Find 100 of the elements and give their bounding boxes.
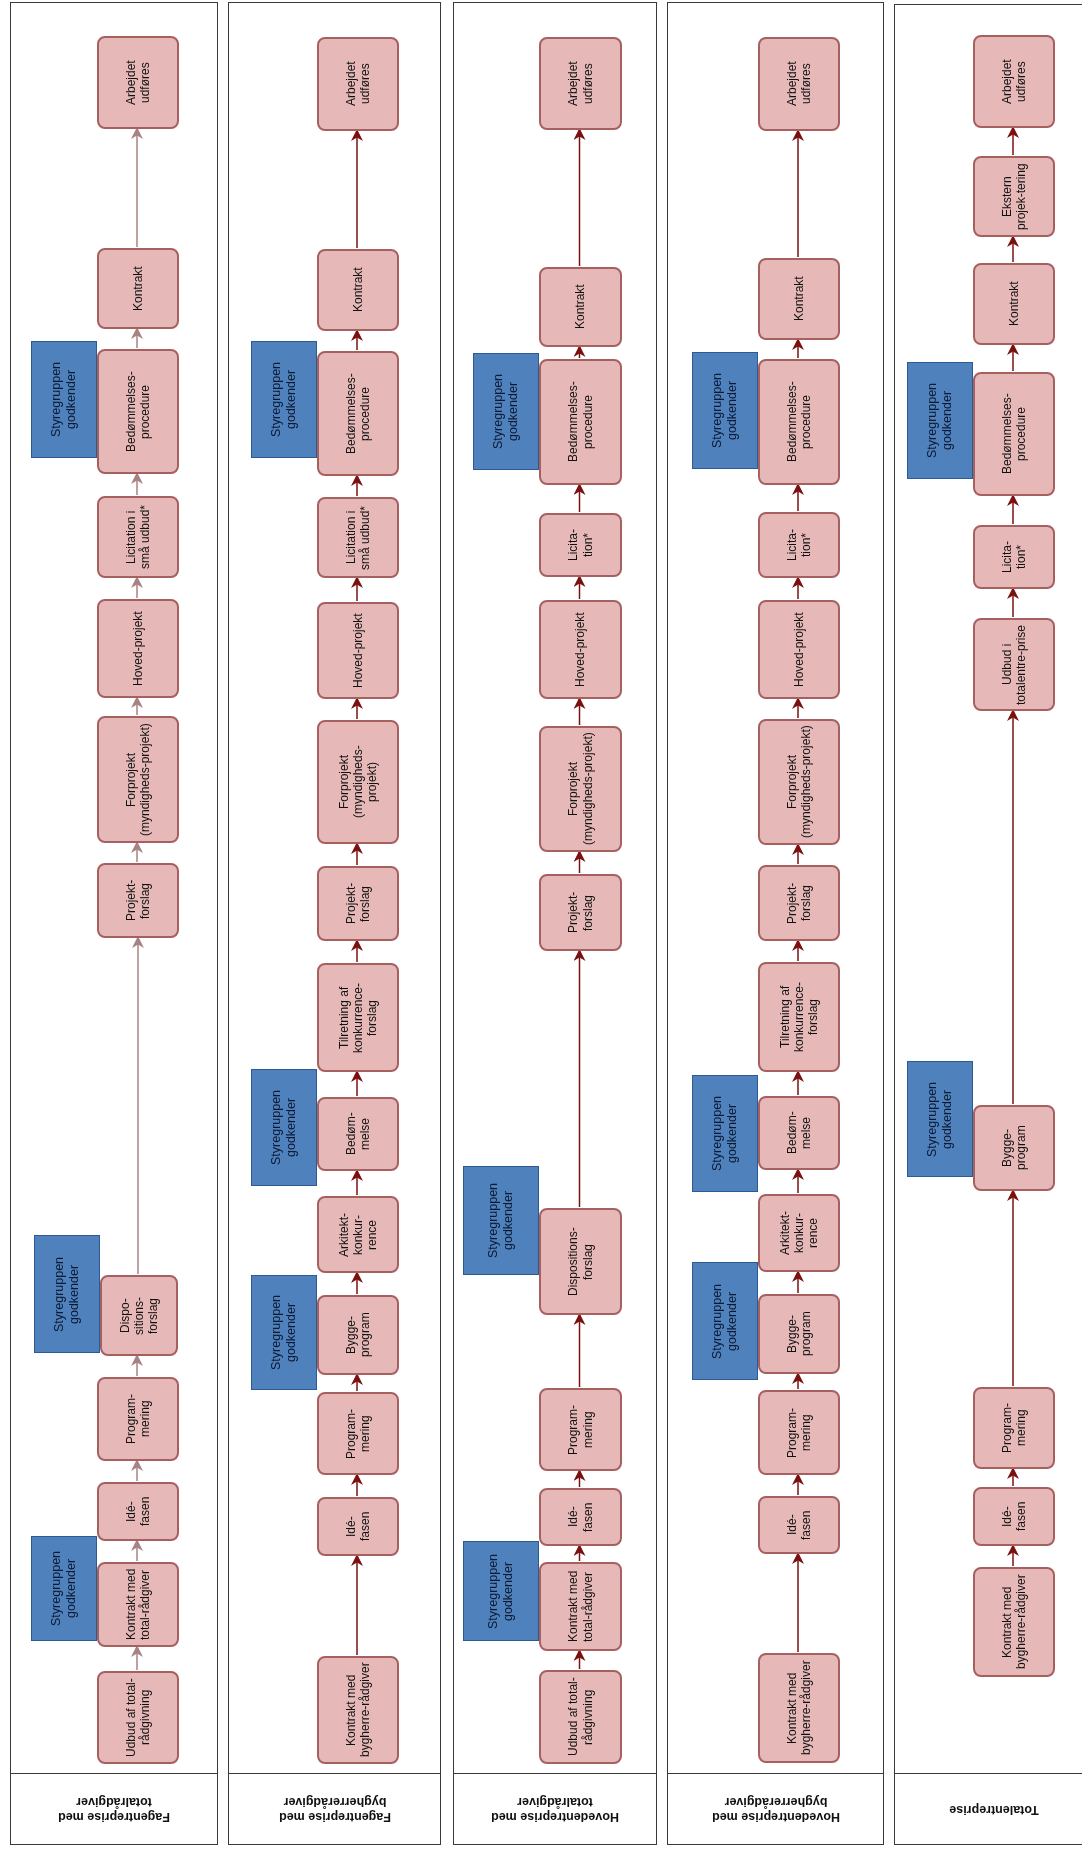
process-box: Program-mering bbox=[758, 1390, 840, 1475]
process-box: Forprojekt (myndigheds-projekt) bbox=[758, 719, 840, 845]
arrow bbox=[351, 1169, 363, 1196]
approval-box: Styregruppen godkender bbox=[34, 1235, 100, 1353]
arrow bbox=[351, 1271, 363, 1295]
process-box: Arbejdet udføres bbox=[317, 37, 399, 131]
process-box: Arbejdet udføres bbox=[97, 36, 179, 129]
lane-title: Fagentreprise med bygherrerådgiver bbox=[277, 1794, 392, 1824]
process-box: Forprojekt (myndigheds-projekt) bbox=[539, 726, 622, 852]
approval-box: Styregruppen godkender bbox=[463, 1166, 539, 1275]
arrow bbox=[792, 483, 804, 512]
arrow bbox=[131, 1354, 143, 1377]
arrow bbox=[573, 697, 586, 726]
swimlane bbox=[228, 2, 441, 1845]
arrow bbox=[792, 1473, 804, 1496]
process-box: Program-mering bbox=[973, 1387, 1055, 1469]
lane-title: Hovedentreprise med totalrådgiver bbox=[490, 1794, 620, 1824]
process-box: Bygge-program bbox=[317, 1295, 399, 1375]
arrow bbox=[131, 472, 143, 496]
lane-title: Totalentreprise bbox=[948, 1801, 1040, 1817]
swimlane bbox=[453, 2, 657, 1845]
process-box: Udbud af total-rådgivning bbox=[97, 1671, 179, 1764]
arrow bbox=[351, 842, 363, 866]
process-box: Kontrakt med bygherre-rådgiver bbox=[973, 1567, 1055, 1677]
arrow bbox=[131, 1459, 143, 1482]
arrow bbox=[1007, 126, 1019, 156]
process-box: Kontrakt med bygherre-rådgiver bbox=[758, 1653, 840, 1763]
arrow bbox=[351, 1473, 363, 1497]
approval-box: Styregruppen godkender bbox=[692, 352, 758, 469]
swimlane bbox=[894, 4, 1082, 1845]
process-box: Idé-fasen bbox=[758, 1496, 840, 1554]
approval-box: Styregruppen godkender bbox=[692, 1262, 758, 1380]
process-box: Idé-fasen bbox=[539, 1488, 622, 1546]
process-box: Udbud af total-rådgivning bbox=[539, 1670, 622, 1764]
arrow bbox=[351, 474, 363, 497]
arrow bbox=[131, 576, 143, 599]
process-box: Bedømmelses-procedure bbox=[973, 372, 1055, 496]
process-box: Kontrakt bbox=[758, 258, 840, 340]
arrow bbox=[573, 483, 586, 513]
arrow bbox=[131, 696, 143, 716]
arrow bbox=[351, 329, 363, 351]
arrow bbox=[792, 843, 804, 865]
process-box: Kontrakt med bygherre-rådgiver bbox=[317, 1656, 399, 1764]
process-box: Licitation i små udbud* bbox=[317, 497, 399, 578]
approval-box: Styregruppen godkender bbox=[251, 1275, 317, 1390]
process-box: Program-mering bbox=[317, 1392, 399, 1475]
swimlane bbox=[667, 2, 884, 1845]
process-box: Bygge-program bbox=[758, 1294, 840, 1374]
process-box: Bedømmelses-procedure bbox=[97, 349, 179, 474]
approval-box: Styregruppen godkender bbox=[473, 353, 539, 470]
arrow bbox=[792, 1552, 804, 1653]
process-box: Projekt-forslag bbox=[758, 865, 840, 941]
arrow bbox=[351, 1373, 363, 1392]
process-box: Idé-fasen bbox=[317, 1497, 399, 1556]
arrow bbox=[351, 1070, 363, 1097]
process-box: Kontrakt bbox=[317, 249, 399, 331]
arrow bbox=[792, 1070, 804, 1096]
approval-box: Styregruppen godkender bbox=[907, 362, 973, 479]
process-box: Bedøm-melse bbox=[758, 1096, 840, 1170]
process-box: Hoved-projekt bbox=[97, 599, 179, 698]
approval-box: Styregruppen godkender bbox=[251, 341, 317, 458]
arrow bbox=[351, 1554, 363, 1656]
arrow bbox=[351, 576, 363, 602]
process-box: Forprojekt (myndigheds-projekt) bbox=[97, 716, 179, 843]
arrow bbox=[131, 127, 143, 248]
arrow bbox=[792, 129, 804, 258]
process-box: Idé-fasen bbox=[973, 1487, 1055, 1546]
process-box: Kontrakt bbox=[973, 263, 1055, 345]
approval-box: Styregruppen godkender bbox=[31, 1536, 97, 1641]
arrow bbox=[131, 1539, 143, 1562]
arrow bbox=[1007, 709, 1019, 1105]
arrow bbox=[573, 1313, 586, 1388]
process-box: Kontrakt bbox=[97, 248, 179, 329]
process-box: Tilretning af konkurrence-forslag bbox=[317, 963, 399, 1072]
process-box: Licita-tion* bbox=[973, 525, 1055, 589]
lane-title: Hovedentreprise med bygherrerådgiver bbox=[710, 1794, 841, 1824]
process-box: Bedømmelses-procedure bbox=[539, 359, 622, 485]
process-box: Licitation i små udbud* bbox=[97, 496, 179, 578]
arrow bbox=[573, 1544, 586, 1562]
process-box: Forprojekt (myndigheds-projekt) bbox=[317, 720, 399, 844]
approval-box: Styregruppen godkender bbox=[251, 1069, 317, 1186]
arrow bbox=[573, 128, 586, 267]
process-box: Dispo-sitions-forslag bbox=[100, 1275, 178, 1356]
arrow bbox=[792, 1168, 804, 1194]
arrow bbox=[573, 1649, 586, 1670]
process-box: Bedømmelses-procedure bbox=[317, 351, 399, 476]
process-box: Projekt-forslag bbox=[539, 874, 622, 951]
arrow bbox=[573, 345, 586, 359]
process-box: Hoved-projekt bbox=[758, 600, 840, 699]
arrow bbox=[132, 936, 144, 1275]
process-box: Projekt-forslag bbox=[317, 866, 399, 941]
process-box: Hoved-projekt bbox=[539, 600, 622, 699]
arrow bbox=[792, 697, 804, 719]
process-box: Arbejdet udføres bbox=[539, 37, 622, 130]
process-box: Arkitekt-konkur-rence bbox=[317, 1196, 399, 1273]
process-box: Bedømmelses-procedure bbox=[758, 359, 840, 485]
process-box: Licita-tion* bbox=[539, 513, 622, 577]
process-box: Bedøm-melse bbox=[317, 1097, 399, 1171]
process-box: Program-mering bbox=[97, 1377, 179, 1461]
process-box: Kontrakt med total-rådgiver bbox=[97, 1562, 179, 1647]
